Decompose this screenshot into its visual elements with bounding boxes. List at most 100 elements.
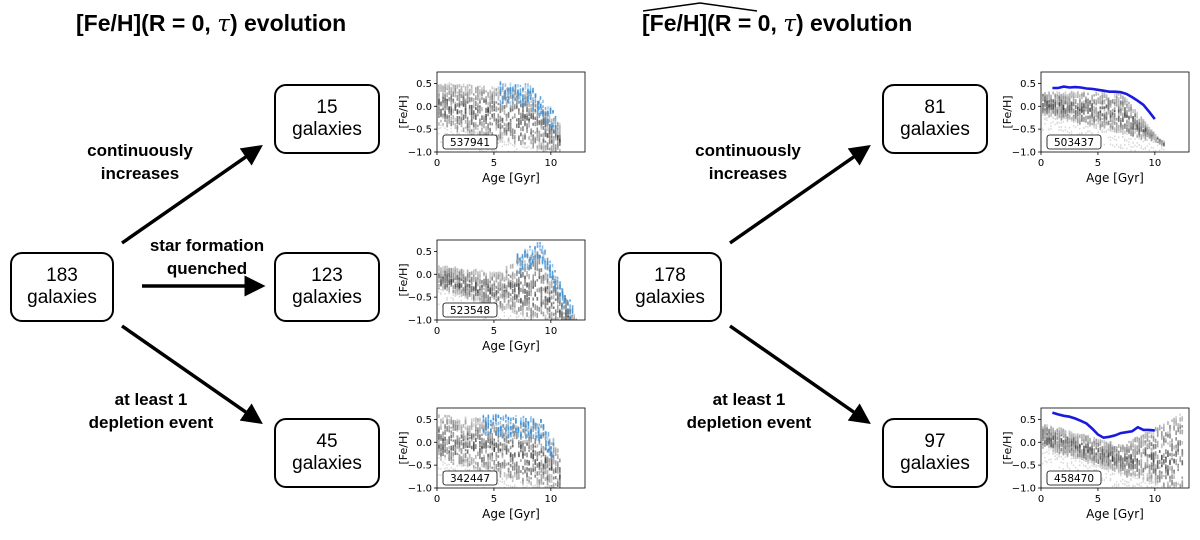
density-cell	[518, 95, 520, 98]
density-cell	[1158, 139, 1161, 142]
highlight-cell	[495, 430, 497, 436]
density-cell	[481, 87, 483, 90]
density-cell	[479, 91, 481, 98]
density-cell	[472, 417, 475, 422]
density-cell	[516, 283, 518, 288]
highlight-cell	[525, 425, 527, 429]
density-cell	[575, 322, 577, 324]
density-cell	[522, 326, 523, 328]
density-cell	[1122, 136, 1124, 138]
density-cell	[454, 421, 457, 425]
density-cell	[1124, 130, 1126, 135]
density-cell	[475, 101, 477, 107]
highlight-cell	[495, 419, 497, 425]
x-tick-label: 0	[434, 326, 440, 337]
density-cell	[509, 127, 512, 133]
highlight-cell	[482, 419, 485, 423]
density-cell	[452, 452, 455, 456]
density-cell	[540, 443, 543, 448]
density-cell	[518, 473, 520, 479]
axes-frame	[436, 407, 586, 489]
density-cell	[1085, 109, 1087, 112]
highlight-cell	[502, 434, 505, 438]
density-cell	[559, 122, 561, 127]
density-cell	[544, 437, 547, 441]
density-cell	[1060, 105, 1063, 110]
highlight-cell	[545, 440, 547, 446]
density-cell	[526, 293, 528, 298]
highlight-cell	[532, 421, 535, 425]
highlight-cell	[539, 255, 541, 259]
density-cell	[528, 329, 529, 331]
density-cell	[448, 426, 450, 431]
density-cell	[513, 140, 516, 145]
density-cell	[1152, 150, 1155, 152]
density-cell	[495, 442, 498, 448]
density-cell	[458, 132, 461, 135]
density-cell	[1085, 132, 1087, 134]
highlight-cell	[524, 90, 527, 94]
density-cell	[477, 427, 479, 430]
density-cell	[520, 470, 522, 473]
density-cell	[493, 100, 496, 106]
density-cell	[550, 139, 553, 144]
highlight-cell	[572, 324, 574, 327]
density-cell	[497, 91, 500, 97]
density-cell	[518, 257, 520, 264]
density-cell	[536, 477, 539, 484]
density-cell	[1109, 122, 1112, 126]
density-cell	[475, 121, 477, 125]
highlight-cell	[541, 249, 544, 255]
density-cell	[1058, 101, 1061, 107]
density-cell	[550, 302, 553, 307]
density-cell	[1052, 448, 1054, 450]
highlight-cell	[534, 246, 536, 250]
density-cell	[446, 122, 448, 126]
density-cell	[1107, 107, 1110, 111]
density-cell	[526, 434, 528, 438]
density-cell	[539, 331, 540, 333]
density-cell	[530, 139, 532, 144]
x-tick-label: 0	[434, 494, 440, 505]
density-cell	[466, 272, 469, 278]
density-cell	[479, 105, 481, 108]
density-cell	[511, 461, 514, 465]
density-cell	[493, 113, 496, 119]
density-cell	[542, 146, 545, 152]
highlight-cell	[529, 264, 531, 270]
density-cell	[536, 117, 539, 122]
density-cell	[546, 484, 549, 488]
density-cell	[534, 486, 536, 488]
density-cell	[499, 462, 502, 469]
density-cell	[1085, 99, 1087, 103]
density-cell	[489, 466, 491, 469]
highlight-cell	[552, 442, 555, 446]
density-cell	[573, 323, 575, 325]
density-cell	[540, 107, 543, 111]
highlight-cell	[539, 248, 541, 251]
density-cell	[1126, 110, 1128, 115]
density-cell	[567, 327, 569, 330]
density-cell	[513, 103, 516, 110]
density-cell	[1070, 106, 1073, 110]
y-tick-label: 0.0	[416, 270, 432, 281]
density-cell	[475, 418, 477, 423]
density-cell	[518, 309, 520, 312]
density-cell	[464, 131, 467, 134]
density-cell	[524, 300, 526, 306]
density-cell	[534, 326, 535, 328]
highlight-cell	[524, 263, 526, 267]
density-cell	[1136, 111, 1139, 118]
density-cell	[460, 119, 463, 124]
density-cell	[479, 88, 481, 94]
density-cell	[511, 280, 514, 285]
density-cell	[1144, 131, 1147, 136]
density-cell	[550, 118, 553, 124]
highlight-cell	[532, 434, 535, 438]
density-cell	[536, 121, 539, 126]
density-cell	[438, 89, 440, 94]
density-cell	[1062, 432, 1065, 438]
density-cell	[448, 436, 450, 442]
